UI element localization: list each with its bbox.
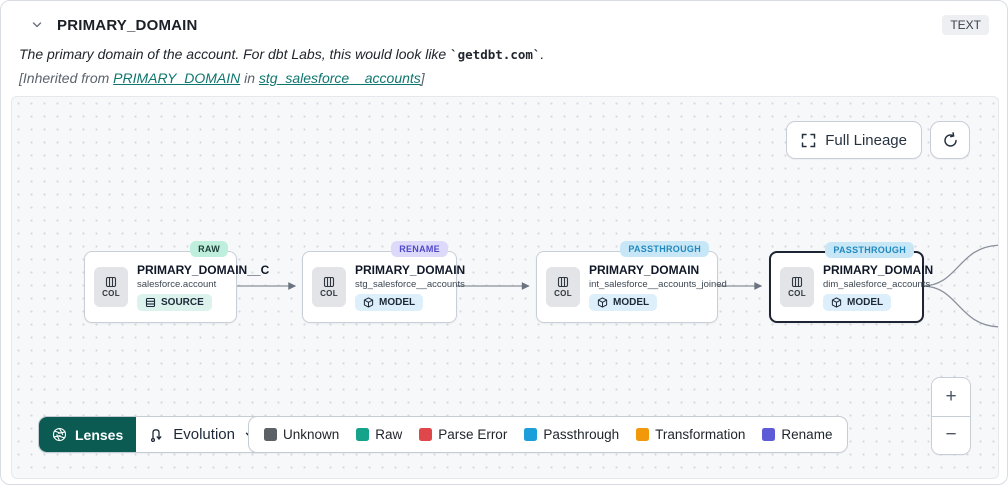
model-cube-icon [831,297,842,308]
lineage-node-staging[interactable]: RENAME COL PRIMARY_DOMAIN stg_salesforce… [302,241,465,323]
model-cube-icon [597,297,608,308]
collapse-chevron-icon[interactable] [29,17,45,33]
lineage-node-dim-selected[interactable]: PASSTHROUGH COL PRIMARY_DOMAIN dim_sales… [769,242,933,323]
inherited-column-link[interactable]: PRIMARY_DOMAIN [113,70,241,86]
expand-icon [801,133,816,148]
legend-swatch-unknown [264,428,277,441]
legend-item-unknown: Unknown [264,427,339,442]
resource-type-chip: MODEL [823,294,892,311]
resource-type-chip: MODEL [589,294,658,311]
column-description: The primary domain of the account. For d… [19,46,989,62]
zoom-in-button[interactable]: + [932,378,970,417]
status-badge: PASSTHROUGH [620,241,709,257]
resource-type-label: SOURCE [161,297,204,308]
legend-label: Parse Error [438,427,508,442]
description-suffix: . [540,46,545,62]
source-icon [145,297,156,308]
node-title: PRIMARY_DOMAIN__C [137,263,270,277]
node-subtitle: stg_salesforce__accounts [355,279,465,290]
lenses-button[interactable]: Lenses [39,417,137,452]
evolution-icon [149,427,164,443]
columns-icon [105,276,117,288]
column-type-badge: TEXT [942,15,989,35]
legend-label: Rename [781,427,833,442]
description-text: The primary domain of the account. For d… [19,46,451,62]
status-badge: RENAME [391,241,448,257]
aperture-icon [52,427,67,442]
zoom-out-button[interactable]: − [932,416,970,454]
inherited-mid: in [240,70,259,86]
status-badge: PASSTHROUGH [825,242,914,258]
legend-item-raw: Raw [356,427,402,442]
resource-type-label: MODEL [613,297,650,308]
evolution-label: Evolution [173,426,235,443]
status-badge: RAW [190,241,228,257]
column-chip: COL [780,267,814,307]
node-title: PRIMARY_DOMAIN [589,263,700,277]
columns-icon [557,276,569,288]
col-chip-label: COL [102,289,120,298]
header: PRIMARY_DOMAIN TEXT The primary domain o… [1,1,1007,96]
resource-type-chip: MODEL [355,294,424,311]
lineage-node-intermediate[interactable]: PASSTHROUGH COL PRIMARY_DOMAIN int_sales… [536,241,727,323]
column-chip: COL [312,267,346,307]
node-title: PRIMARY_DOMAIN [823,263,934,277]
refresh-button[interactable] [930,121,970,159]
columns-icon [791,276,803,288]
lenses-control: Lenses Evolution [38,416,270,453]
resource-type-label: MODEL [379,297,416,308]
lineage-node-source[interactable]: RAW COL PRIMARY_DOMAIN__C salesforce.acc… [84,241,269,323]
legend-item-parse-error: Parse Error [419,427,507,442]
columns-icon [323,276,335,288]
page-title: PRIMARY_DOMAIN [57,16,198,34]
column-chip: COL [94,267,128,307]
description-code: `getdbt.com` [450,47,541,62]
legend-item-passthrough: Passthrough [524,427,619,442]
lenses-label: Lenses [75,426,124,443]
legend-item-rename: Rename [762,427,832,442]
evolution-legend: Unknown Raw Parse Error Passthrough Tran… [248,416,849,453]
node-subtitle: dim_salesforce_accounts [823,279,931,290]
legend-label: Raw [375,427,403,442]
legend-label: Transformation [655,427,746,442]
full-lineage-label: Full Lineage [825,131,907,149]
node-subtitle: salesforce.account [137,279,217,290]
inherited-note: [Inherited from PRIMARY_DOMAIN in stg_sa… [19,70,989,86]
model-cube-icon [363,297,374,308]
col-chip-label: COL [788,289,806,298]
inherited-suffix: ] [420,70,425,86]
node-subtitle: int_salesforce__accounts_joined [589,279,727,290]
legend-item-transformation: Transformation [636,427,745,442]
refresh-icon [942,131,959,149]
evolution-dropdown[interactable]: Evolution [136,417,269,452]
legend-swatch-rename [762,428,776,441]
zoom-controls: + − [931,377,971,455]
col-chip-label: COL [554,289,572,298]
resource-type-chip: SOURCE [137,294,212,311]
node-title: PRIMARY_DOMAIN [355,263,466,277]
legend-swatch-raw [356,428,370,441]
lineage-canvas[interactable]: Full Lineage RAW COL [11,96,999,479]
column-chip: COL [546,267,580,307]
col-chip-label: COL [320,289,338,298]
inherited-model-link[interactable]: stg_salesforce__accounts [258,70,421,86]
legend-label: Unknown [283,427,340,442]
lineage-edges [236,244,998,328]
inherited-prefix: [Inherited from [19,70,114,86]
legend-swatch-transformation [636,428,650,441]
legend-label: Passthrough [543,427,620,442]
legend-swatch-parse-error [419,428,433,441]
full-lineage-button[interactable]: Full Lineage [786,121,922,159]
legend-swatch-passthrough [524,428,538,441]
resource-type-label: MODEL [847,297,884,308]
